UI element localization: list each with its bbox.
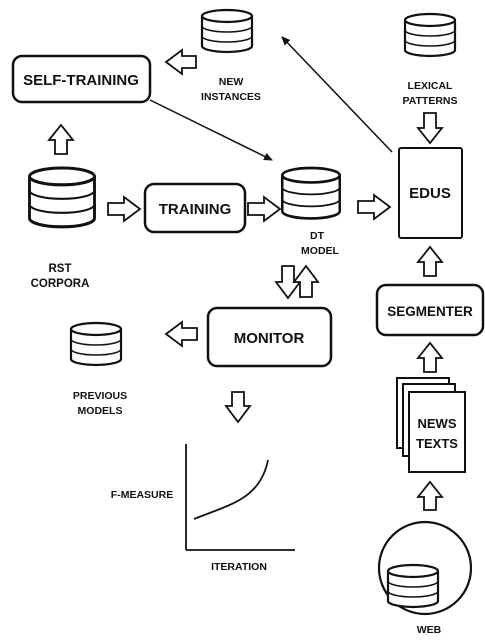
new-instances-line1: NEW	[219, 76, 244, 88]
previous-models-line2: MODELS	[78, 405, 123, 417]
arrow-rst-to-self-training	[47, 123, 75, 155]
rst-corpora-line1: RST	[49, 263, 72, 275]
plot-xlabel: ITERATION	[211, 561, 267, 573]
lexical-patterns-line1: LEXICAL	[408, 80, 454, 92]
rst-corpora-db: RST CORPORA	[27, 166, 97, 290]
training-label: TRAINING	[159, 201, 232, 218]
self-training-label: SELF-TRAINING	[23, 72, 139, 89]
arrow-segmenter-to-edus	[416, 245, 444, 277]
previous-models-line1: PREVIOUS	[73, 390, 127, 402]
news-texts-line1: NEWS	[418, 416, 457, 431]
segmenter-label: SEGMENTER	[387, 304, 473, 319]
rst-corpora-line2: CORPORA	[31, 278, 90, 290]
arrow-web-to-news	[416, 480, 444, 511]
arrow-self-training-to-dt-model	[149, 99, 273, 161]
arrow-edus-to-new-instances	[281, 36, 393, 153]
plot-ylabel: F-MEASURE	[111, 489, 173, 501]
news-texts-stack: NEWS TEXTS	[396, 377, 466, 473]
edus-box: EDUS	[398, 147, 463, 239]
new-instances-db: NEW INSTANCES	[200, 8, 261, 103]
dt-model-line2: MODEL	[301, 245, 340, 257]
lexical-patterns-db: LEXICAL PATTERNS	[402, 12, 458, 107]
web-db: WEB	[377, 520, 473, 636]
segmenter-box: SEGMENTER	[375, 283, 485, 337]
arrow-dt-model-to-monitor	[274, 265, 302, 300]
arrow-new-instances-to-self-training	[164, 48, 197, 76]
arrow-lexical-to-edus	[416, 112, 444, 145]
arrow-training-to-dt-model	[247, 195, 282, 223]
previous-models-db: PREVIOUS MODELS	[69, 321, 127, 417]
arrow-dt-model-to-edus	[357, 193, 392, 221]
monitor-label: MONITOR	[234, 330, 305, 347]
new-instances-line2: INSTANCES	[201, 91, 261, 103]
arrow-monitor-to-plot	[224, 391, 252, 424]
arrow-news-to-segmenter	[416, 341, 444, 373]
monitor-box: MONITOR	[206, 306, 333, 368]
web-label: WEB	[417, 624, 442, 636]
dt-model-db: DT MODEL	[280, 166, 342, 257]
arrow-monitor-to-dt-model	[292, 264, 320, 298]
edus-label: EDUS	[409, 185, 451, 202]
lexical-patterns-line2: PATTERNS	[402, 95, 457, 107]
f-measure-plot: F-MEASURE ITERATION	[111, 444, 295, 573]
arrow-monitor-to-previous-models	[164, 320, 198, 348]
self-training-box: SELF-TRAINING	[11, 54, 152, 104]
plot-curve	[193, 459, 269, 520]
dt-model-line1: DT	[310, 230, 325, 242]
news-texts-line2: TEXTS	[416, 436, 458, 451]
arrow-rst-to-training	[107, 195, 142, 223]
training-box: TRAINING	[143, 182, 247, 234]
